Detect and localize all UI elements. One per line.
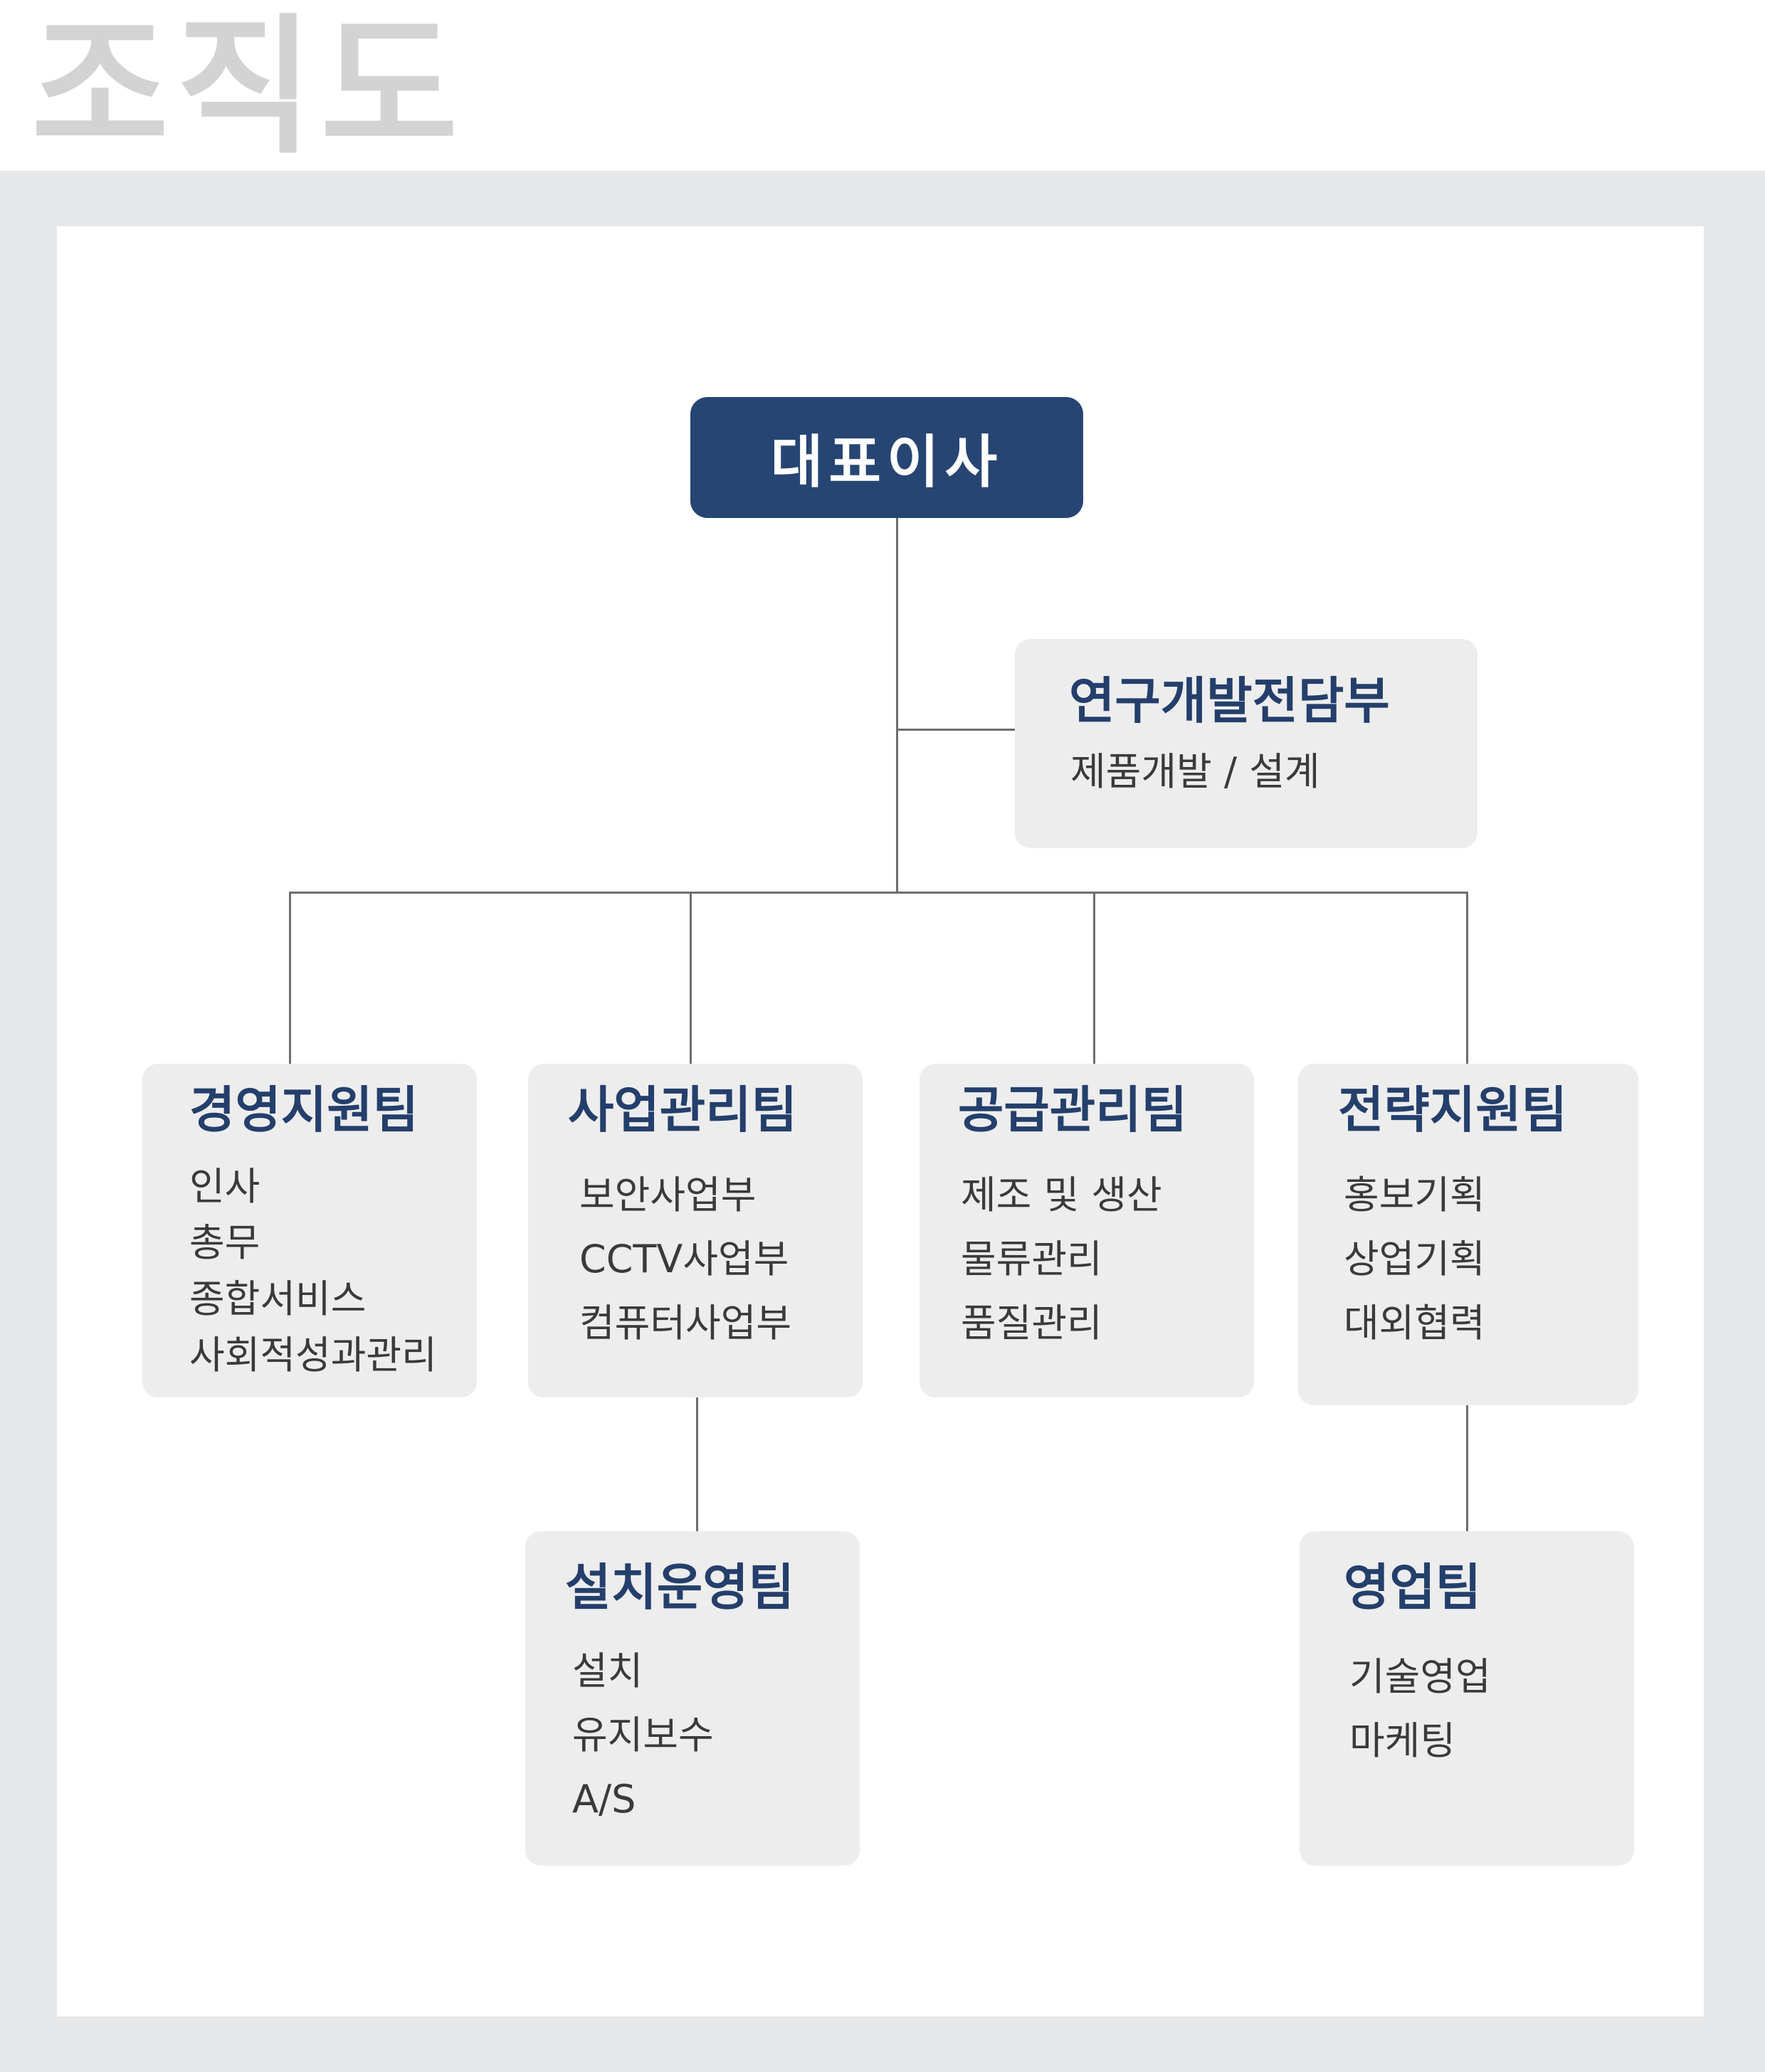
page-title: 조직도 [31,0,465,174]
team-item-list: 제조 및 생산 물류관리 품질관리 [961,1176,1162,1343]
ceo-box: 대표이사 [690,397,1083,518]
team-item-list: 홍보기획 상업기획 대외협력 [1344,1176,1485,1343]
team-title: 전략지원팀 [1338,1081,1567,1139]
team-title: 경영지원팀 [189,1081,418,1139]
subteam-title: 설치운영팀 [565,1558,794,1617]
subteam-box-sales: 영업팀 기술영업 마케팅 [1300,1531,1634,1866]
subteam-item-list: 설치 유지보수 A/S [572,1652,714,1819]
connector-rnd-branch [897,729,1015,731]
connector-subteam-1 [696,1397,698,1531]
subteam-item: 마케팅 [1349,1718,1456,1763]
team-item: 제조 및 생산 [961,1173,1162,1217]
connector-team-1 [289,892,291,1064]
connector-team-4 [1466,892,1468,1064]
subteam-item-list: 기술영업 마케팅 [1349,1658,1491,1760]
team-item: 대외협력 [1344,1301,1485,1346]
team-box-management: 경영지원팀 인사 총무 종합서비스 사회적성과관리 [142,1064,477,1397]
connector-subteam-2 [1466,1405,1468,1531]
rnd-title: 연구개발전담부 [1069,672,1390,730]
team-item: 인사 [189,1164,260,1209]
subteam-item: A/S [572,1777,636,1822]
team-item-list: 보안사업부 CCTV사업부 컴퓨터사업부 [579,1176,791,1343]
team-box-strategy: 전략지원팀 홍보기획 상업기획 대외협력 [1298,1064,1638,1405]
team-title: 사업관리팀 [568,1081,797,1139]
team-item: 종합서비스 [189,1276,367,1321]
rnd-box: 연구개발전담부 제품개발 / 설계 [1015,639,1477,848]
subteam-title: 영업팀 [1344,1558,1482,1617]
team-item: 사회적성과관리 [189,1333,437,1378]
team-item: 컴퓨터사업부 [579,1301,792,1346]
subteam-item: 설치 [572,1649,643,1693]
team-item: 상업기획 [1344,1237,1485,1281]
connector-team-3 [1093,892,1095,1064]
connector-team-bus [289,892,1468,894]
team-item: 품질관리 [961,1301,1102,1346]
team-item-list: 인사 총무 종합서비스 사회적성과관리 [189,1168,437,1375]
ceo-label: 대표이사 [770,429,1003,495]
team-item: 홍보기획 [1344,1173,1485,1217]
connector-team-2 [690,892,692,1064]
team-item: 물류관리 [961,1237,1102,1281]
team-item: 총무 [189,1220,260,1265]
connector-ceo-trunk [896,518,898,893]
team-item: 보안사업부 [579,1173,757,1217]
subteam-box-installation: 설치운영팀 설치 유지보수 A/S [525,1531,860,1866]
subteam-item: 기술영업 [1349,1654,1491,1699]
subteam-item: 유지보수 [572,1713,714,1758]
rnd-subtitle: 제품개발 / 설계 [1070,749,1320,794]
team-title: 공급관리팀 [958,1081,1187,1139]
team-item: CCTV사업부 [579,1237,789,1281]
team-box-business: 사업관리팀 보안사업부 CCTV사업부 컴퓨터사업부 [528,1064,863,1397]
team-box-supply: 공급관리팀 제조 및 생산 물류관리 품질관리 [920,1064,1254,1397]
